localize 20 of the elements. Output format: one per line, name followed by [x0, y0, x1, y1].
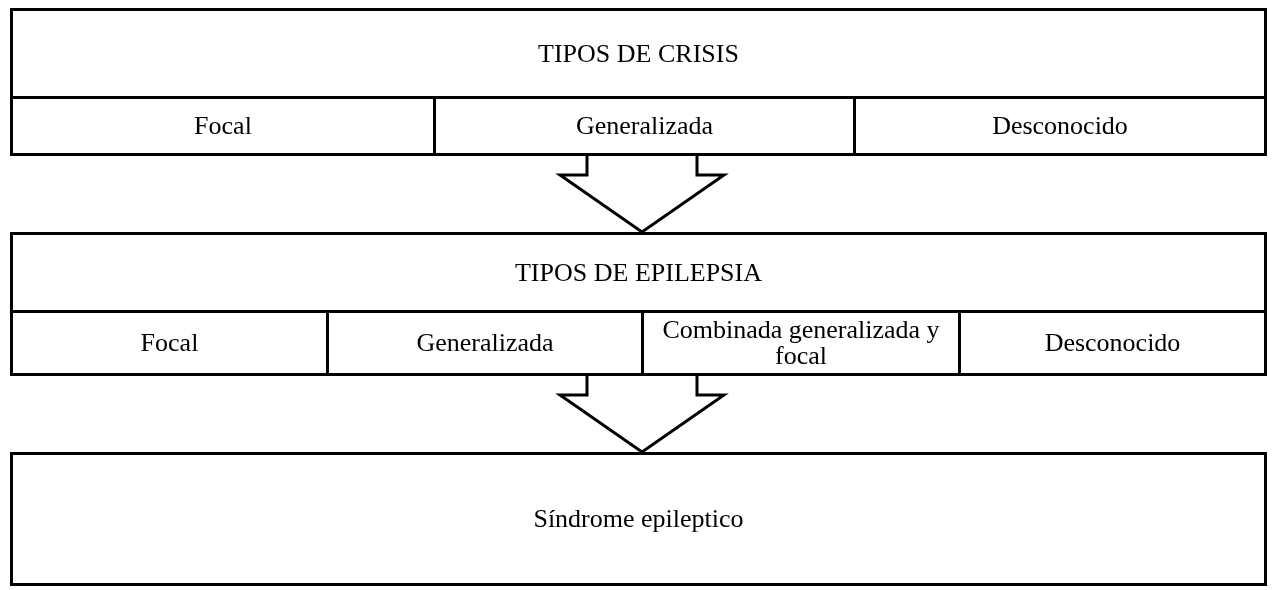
box-heading: Síndrome epileptico [533, 506, 744, 532]
category-cell [433, 96, 853, 153]
cell-label: Focal [140, 330, 199, 356]
category-cell [326, 310, 641, 373]
cell-label: Desconocido [992, 113, 1128, 139]
category-cell [853, 96, 1264, 153]
box-heading: TIPOS DE CRISIS [538, 40, 739, 67]
block-arrow [555, 154, 729, 234]
category-cell [641, 310, 958, 373]
block-arrow [555, 374, 729, 454]
box-heading: TIPOS DE EPILEPSIA [515, 259, 762, 286]
cell-label: Combinada generalizada y focal [661, 317, 941, 369]
cell-label: Generalizada [416, 330, 554, 356]
category-box [10, 8, 1267, 156]
cell-label: Focal [194, 113, 252, 139]
cell-label: Generalizada [575, 113, 714, 139]
category-cell [958, 310, 1264, 373]
category-box [10, 452, 1267, 586]
cell-label: Desconocido [1044, 330, 1181, 356]
category-box [10, 232, 1267, 376]
